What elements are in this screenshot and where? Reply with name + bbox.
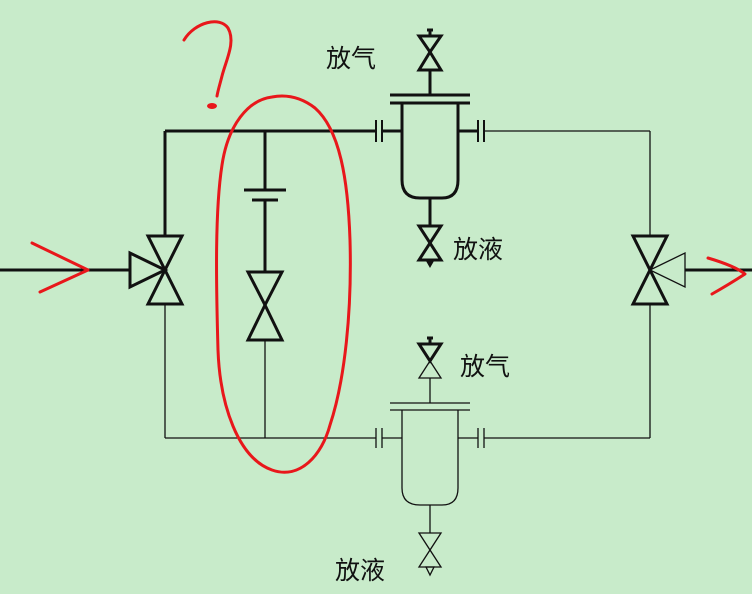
question-mark-annotation [182,20,233,98]
bottom-drain-tip [424,566,436,577]
top-vent-valve[interactable] [416,28,444,72]
inlet-three-way-valve[interactable] [128,234,185,306]
top-filter[interactable] [390,93,470,200]
outlet-arrow-annotation [706,256,747,296]
inlet-arrow-annotation [30,241,90,294]
top-drain-valve[interactable] [416,224,444,262]
bottom-main-pipe [164,304,651,448]
top-main-pipe [163,129,402,236]
vent-label-bottom: 放气 [460,352,511,381]
bypass-branch [244,131,286,272]
bottom-filter[interactable] [390,402,470,506]
bypass-circle-annotation [215,94,352,474]
vent-label-top: 放气 [326,44,377,73]
top-drain-tip [425,259,435,269]
outlet-three-way-valve[interactable] [630,234,686,306]
drain-label-top: 放液 [453,235,504,264]
bypass-valve[interactable] [245,270,285,342]
question-mark-dot [207,103,217,109]
bottom-drain-valve[interactable] [417,532,443,568]
top-left-flange [375,120,383,142]
top-right-pipe [458,120,651,236]
drain-label-bottom: 放液 [335,556,386,585]
bottom-vent-valve[interactable] [416,336,444,379]
